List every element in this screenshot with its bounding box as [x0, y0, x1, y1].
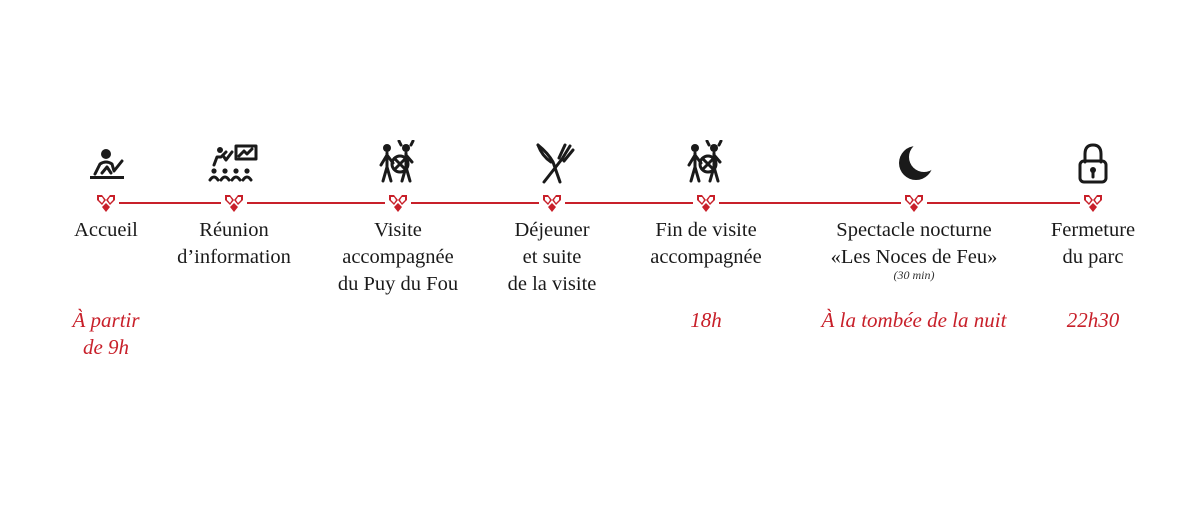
- step-time: 18h: [586, 307, 826, 334]
- reception-desk-icon: [78, 140, 134, 186]
- step-label: Visite accompagnée du Puy du Fou: [288, 217, 508, 298]
- step-label-line: et suite: [522, 246, 582, 268]
- step-label-line: «Les Noces de Feu»: [830, 246, 998, 268]
- timeline-line-segment: [927, 202, 1080, 204]
- timeline-line-segment: [411, 202, 539, 204]
- timeline-line-segment: [565, 202, 693, 204]
- step-label-line: du parc: [1062, 246, 1124, 268]
- guided-tour-icon: [370, 140, 426, 186]
- step-label-line: Réunion: [199, 219, 269, 241]
- step-label: Spectacle nocturne «Les Noces de Feu»: [804, 217, 1024, 271]
- step-label-line: Fin de visite: [655, 219, 757, 241]
- step-label: Déjeuner et suite de la visite: [442, 217, 662, 298]
- timeline-marker-icon: [694, 190, 718, 214]
- timeline-marker-icon: [540, 190, 564, 214]
- step-time-line: À partir: [72, 308, 140, 332]
- timeline-marker-icon: [1081, 190, 1105, 214]
- step-time-line: de 9h: [82, 335, 130, 359]
- step-label-line: d’information: [177, 246, 291, 268]
- step-label-line: de la visite: [507, 273, 597, 295]
- step-time-line: À la tombée de la nuit: [821, 308, 1007, 332]
- step-time-line: 18h: [690, 308, 722, 332]
- padlock-icon: [1065, 140, 1121, 186]
- timeline-line-segment: [247, 202, 385, 204]
- presentation-icon: [206, 140, 262, 186]
- step-label-line: accompagnée: [342, 246, 454, 268]
- step-label-line: accompagnée: [650, 246, 762, 268]
- timeline-marker-icon: [94, 190, 118, 214]
- timeline-marker-icon: [902, 190, 926, 214]
- step-label: Accueil: [0, 217, 216, 244]
- step-time: À partir de 9h: [0, 307, 226, 361]
- step-label-line: du Puy du Fou: [337, 273, 459, 295]
- step-label-line: Spectacle nocturne: [836, 219, 992, 241]
- step-label: Fin de visite accompagnée: [596, 217, 816, 271]
- fork-knife-icon: [524, 140, 580, 186]
- moon-icon: [886, 140, 942, 186]
- step-time: 22h30: [973, 307, 1200, 334]
- timeline-line-segment: [719, 202, 901, 204]
- step-label-line: Déjeuner: [514, 219, 590, 241]
- timeline-marker-icon: [222, 190, 246, 214]
- step-label: Réunion d’information: [124, 217, 344, 271]
- step-label-line: Accueil: [74, 219, 138, 241]
- step-label: Fermeture du parc: [983, 217, 1200, 271]
- step-time-line: 22h30: [1066, 308, 1120, 332]
- timeline-line-segment: [119, 202, 221, 204]
- guided-tour-icon: [678, 140, 734, 186]
- step-label-line: Visite: [374, 219, 422, 241]
- step-label-line: Fermeture: [1050, 219, 1136, 241]
- step-time: À la tombée de la nuit: [794, 307, 1034, 334]
- step-note: (30 min): [893, 268, 935, 282]
- timeline-marker-icon: [386, 190, 410, 214]
